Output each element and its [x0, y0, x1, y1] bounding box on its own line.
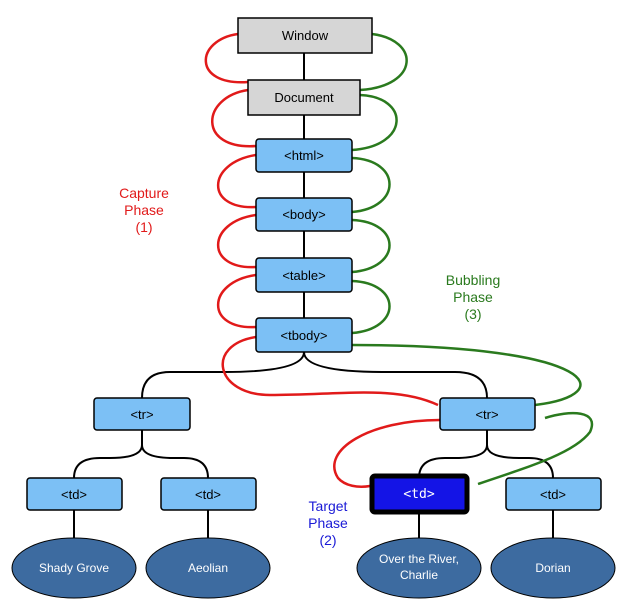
node-html: <html>: [255, 138, 353, 173]
edge-tr-right-target: [418, 430, 488, 479]
capture-arcs: [204, 32, 441, 488]
node-tbody-label: <tbody>: [281, 328, 328, 343]
leaf-over-the-river-line1: Over the River,: [379, 552, 459, 566]
bubbling-arc-tr-tbody: [351, 343, 582, 407]
node-tbody: <tbody>: [255, 317, 353, 353]
node-td-target: <td>: [369, 473, 470, 515]
capture-phase-line1: Capture: [119, 185, 169, 201]
capture-arc-tbody-tr: [221, 335, 439, 407]
leaf-shady-grove: Shady Grove: [11, 537, 137, 599]
capture-phase-label: Capture Phase (1): [119, 185, 169, 235]
edge-tr-right-td4: [486, 430, 554, 479]
capture-phase-line3: (1): [135, 219, 152, 235]
bubbling-arcs: [351, 32, 594, 486]
node-td-4-label: <td>: [540, 487, 566, 502]
bubbling-arc-body-html: [351, 156, 391, 214]
node-tr-right: <tr>: [439, 397, 536, 431]
target-phase-line1: Target: [309, 498, 348, 514]
bubbling-arc-document-window: [359, 32, 408, 92]
capture-arc-document-html: [211, 88, 257, 148]
leaf-over-the-river: Over the River, Charlie: [356, 537, 482, 599]
node-body-label: <body>: [282, 207, 325, 222]
capture-arc-body-table: [217, 213, 257, 269]
target-phase-line3: (2): [319, 532, 336, 548]
edge-tr-left-td1: [73, 430, 143, 479]
node-document: Document: [247, 79, 361, 116]
node-document-label: Document: [274, 90, 334, 105]
leaf-over-the-river-line2: Charlie: [400, 568, 438, 582]
bubbling-arc-html-document: [351, 93, 398, 152]
node-tr-right-label: <tr>: [475, 407, 498, 422]
leaf-aeolian-label: Aeolian: [188, 561, 228, 575]
node-td-1-label: <td>: [61, 487, 87, 502]
leaf-dorian-label: Dorian: [535, 561, 570, 575]
node-tr-left-label: <tr>: [130, 407, 153, 422]
bubbling-arc-tbody-table: [351, 279, 391, 335]
capture-phase-line2: Phase: [124, 202, 164, 218]
bubbling-phase-label: Bubbling Phase (3): [446, 272, 501, 322]
node-table: <table>: [255, 257, 353, 293]
capture-arc-window-document: [204, 32, 249, 84]
bubbling-arc-target-tr: [477, 411, 594, 486]
bubbling-phase-line2: Phase: [453, 289, 493, 305]
node-td-2-label: <td>: [195, 487, 221, 502]
node-td-2: <td>: [160, 477, 257, 511]
capture-arc-tr-target: [333, 418, 441, 488]
node-body: <body>: [255, 197, 353, 232]
capture-arc-html-body: [217, 153, 257, 209]
leaf-shady-grove-label: Shady Grove: [39, 561, 109, 575]
bubbling-phase-line3: (3): [464, 306, 481, 322]
node-td-target-label: <td>: [403, 487, 434, 502]
node-html-label: <html>: [284, 148, 324, 163]
target-phase-line2: Phase: [308, 515, 348, 531]
edge-tbody-tr-right: [303, 351, 488, 399]
node-td-4: <td>: [505, 477, 602, 511]
node-window: Window: [237, 17, 373, 54]
node-td-1: <td>: [26, 477, 123, 511]
bubbling-phase-line1: Bubbling: [446, 272, 501, 288]
leaf-aeolian: Aeolian: [145, 537, 271, 599]
node-window-label: Window: [282, 28, 329, 43]
edge-tr-left-td2: [141, 430, 209, 479]
node-tr-left: <tr>: [93, 397, 191, 431]
bubbling-arc-table-body: [351, 218, 391, 274]
leaf-dorian: Dorian: [490, 537, 616, 599]
node-table-label: <table>: [282, 268, 325, 283]
capture-arc-table-tbody: [217, 273, 257, 329]
target-phase-label: Target Phase (2): [308, 498, 348, 548]
